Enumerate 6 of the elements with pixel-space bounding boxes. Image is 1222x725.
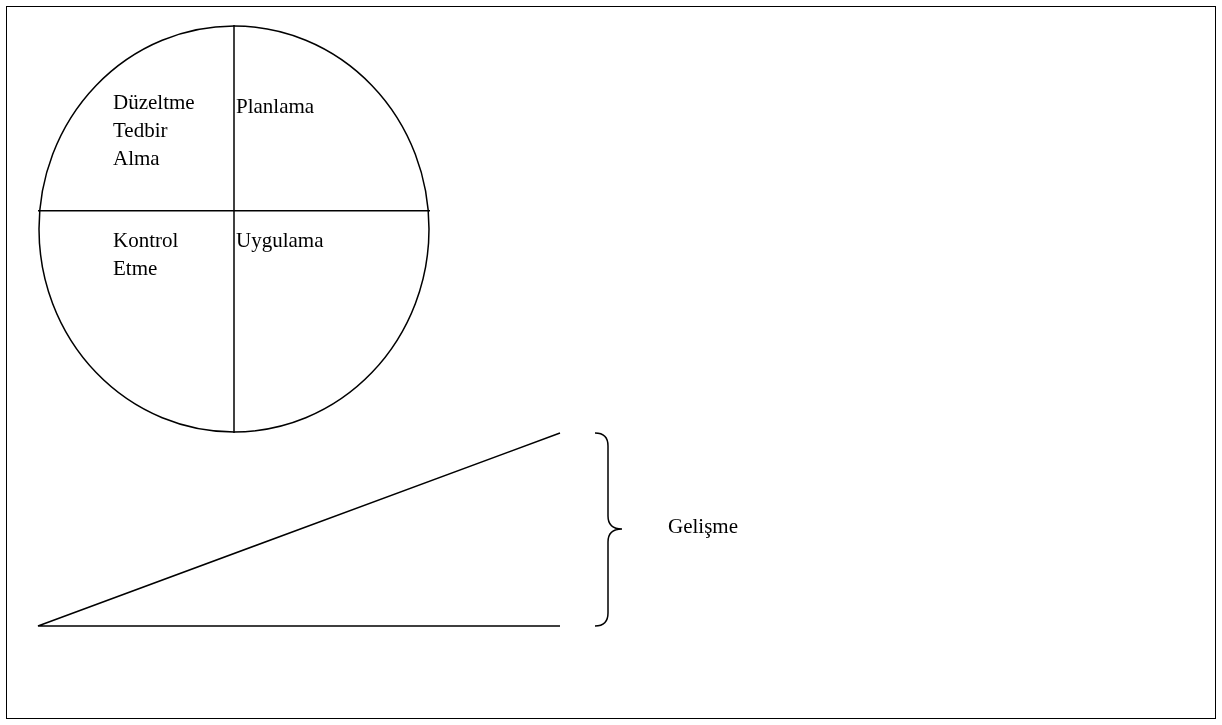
quadrant-label: Planlama <box>236 93 316 120</box>
quadrant-label: Kontrol Etme <box>113 227 180 282</box>
quadrant-label: Düzeltme Tedbir Alma <box>113 89 196 172</box>
quadrant-label: Uygulama <box>236 227 325 254</box>
bracket-label: Gelişme <box>668 514 738 539</box>
circle-node <box>38 25 430 433</box>
